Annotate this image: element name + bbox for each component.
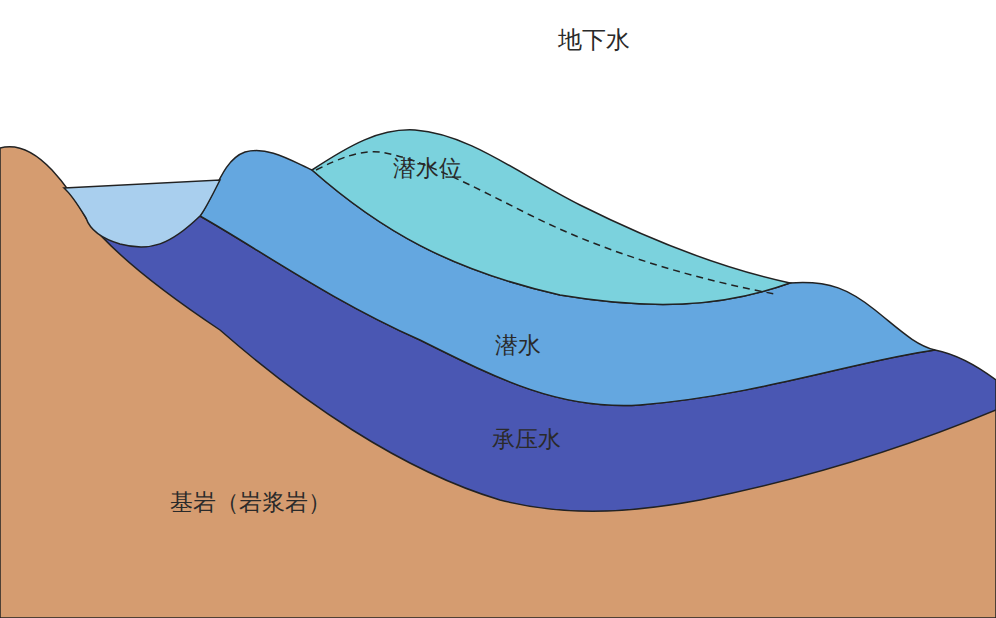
diagram-title: 地下水 — [558, 26, 630, 55]
layer-label-box: 潜水 — [491, 330, 545, 362]
layer-label-box: 基岩（岩浆岩） — [166, 487, 335, 519]
layer-label-box: 承压水 — [488, 424, 565, 456]
lake — [64, 180, 220, 247]
layer-name: 潜水 — [495, 332, 541, 360]
layer-name: 承压水 — [492, 426, 561, 454]
water-table-line — [316, 152, 775, 294]
water-table-label: 潜水位 — [393, 155, 462, 183]
water-table-zone — [312, 130, 790, 305]
layer-name: 基岩（岩浆岩） — [170, 489, 331, 517]
